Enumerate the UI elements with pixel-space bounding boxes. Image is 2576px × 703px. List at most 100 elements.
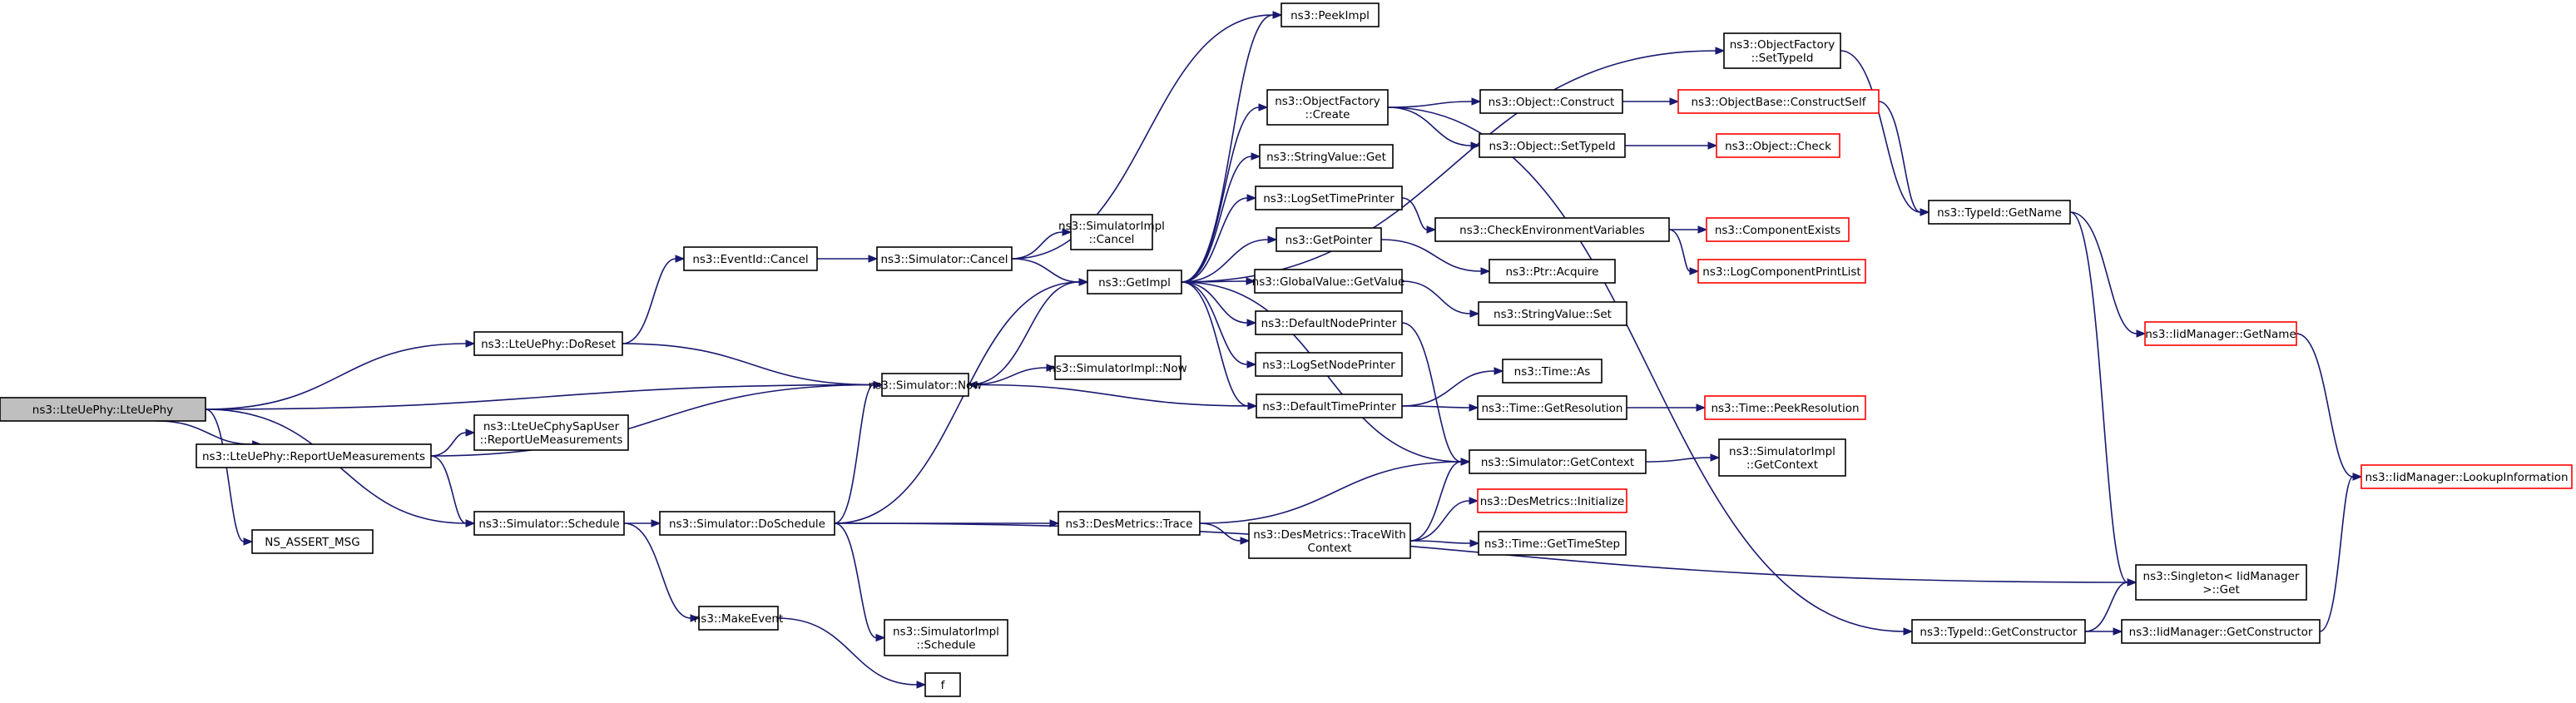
node-ns3-desmetrics-trace[interactable]: ns3::DesMetrics::Trace xyxy=(1058,511,1201,536)
node-ns3-simulatorimpl-getcontext[interactable]: ns3::SimulatorImpl::GetContext xyxy=(1718,438,1846,477)
edge-line xyxy=(834,281,1080,524)
node-ns3-stringvalue-set[interactable]: ns3::StringValue::Set xyxy=(1478,301,1627,326)
edge-typeidgetname-to-singletonget xyxy=(2069,211,2138,587)
node-ns3-logsetnodeprinter[interactable]: ns3::LogSetNodePrinter xyxy=(1255,352,1403,377)
node-ns3-ptr-acquire[interactable]: ns3::Ptr::Acquire xyxy=(1489,259,1616,284)
node-ns3-logsettimeprinter[interactable]: ns3::LogSetTimePrinter xyxy=(1255,186,1403,210)
edge-line xyxy=(1181,197,1248,283)
node-box xyxy=(1477,395,1627,420)
edge-arrowhead xyxy=(465,519,476,527)
node-label: ns3::SimulatorImpl xyxy=(1058,220,1165,233)
node-ns3-object-check[interactable]: ns3::Object::Check xyxy=(1716,133,1840,158)
node-ns3-time-peekresolution[interactable]: ns3::Time::PeekResolution xyxy=(1704,395,1866,420)
edge-arrowhead xyxy=(1267,235,1278,244)
edge-line xyxy=(1401,405,1470,408)
node-ns3-objectfactory-settypeid[interactable]: ns3::ObjectFactory::SetTypeId xyxy=(1723,32,1841,69)
node-label: ns3::Object::SetTypeId xyxy=(1489,140,1615,153)
node-box xyxy=(2135,564,2307,601)
edge-line xyxy=(2069,211,2128,583)
node-box xyxy=(1723,32,1841,69)
edge-schedule-to-doschedule xyxy=(624,519,661,527)
edge-schedule-to-makeevent xyxy=(623,522,701,622)
edge-ofcreate-to-typeidgetctor xyxy=(1387,106,1914,636)
edge-arrowhead xyxy=(1470,141,1481,150)
node-ns3-simulator-getcontext[interactable]: ns3::Simulator::GetContext xyxy=(1469,449,1647,474)
node-box xyxy=(1058,511,1201,536)
node-ns3-simulator-doschedule[interactable]: ns3::Simulator::DoSchedule xyxy=(659,511,835,536)
node-ns3-stringvalue-get[interactable]: ns3::StringValue::Get xyxy=(1259,144,1394,169)
edge-arrowhead xyxy=(465,428,476,437)
edge-line xyxy=(622,343,874,386)
node-ns3-lteuecphysapuser-reportuemeasurements[interactable]: ns3::LteUeCphySapUser::ReportUeMeasureme… xyxy=(473,414,629,451)
edge-doschedule-to-simnow xyxy=(834,380,884,524)
edge-line xyxy=(1387,101,1473,108)
node-ns3-typeid-getconstructor[interactable]: ns3::TypeId::GetConstructor xyxy=(1911,619,2086,644)
node-ns3-getimpl[interactable]: ns3::GetImpl xyxy=(1087,270,1182,295)
node-ns3-lteuephy-doreset[interactable]: ns3::LteUePhy::DoReset xyxy=(473,331,623,356)
node-ns3-getpointer[interactable]: ns3::GetPointer xyxy=(1276,227,1382,252)
edge-arrowhead xyxy=(465,339,476,348)
edge-simgetctx-to-simimplgetctx xyxy=(1645,453,1721,463)
edge-objsettypeid-to-objcheck xyxy=(1625,141,1718,150)
node-ns3-simulator-now[interactable]: ns3::Simulator::Now xyxy=(869,373,983,397)
node-ns3-objectbase-constructself[interactable]: ns3::ObjectBase::ConstructSelf xyxy=(1677,89,1880,114)
node-box xyxy=(1928,200,2071,225)
node-ns3-defaulttimeprinter[interactable]: ns3::DefaultTimePrinter xyxy=(1256,394,1403,418)
node-ns3-makeevent[interactable]: ns3::MakeEvent xyxy=(694,606,784,631)
node-ns3-eventid-cancel[interactable]: ns3::EventId::Cancel xyxy=(683,246,818,271)
node-ns3-typeid-getname[interactable]: ns3::TypeId::GetName xyxy=(1928,200,2071,225)
edge-typeidgetctor-to-singletonget xyxy=(2084,578,2138,632)
node-box xyxy=(1434,217,1670,242)
node-box xyxy=(683,246,818,271)
node-ns3-componentexists[interactable]: ns3::ComponentExists xyxy=(1706,217,1850,242)
edge-doreset-to-eventcancel xyxy=(622,255,686,344)
edge-line xyxy=(1387,106,1905,632)
node-ns3-logcomponentprintlist[interactable]: ns3::LogComponentPrintList xyxy=(1697,259,1866,284)
edge-arrowhead xyxy=(1696,403,1707,412)
node-f[interactable]: f xyxy=(924,672,961,697)
edge-line xyxy=(623,522,691,619)
edge-arrowhead xyxy=(1469,497,1479,505)
node-ns3-object-settypeid[interactable]: ns3::Object::SetTypeId xyxy=(1479,133,1626,158)
edge-doschedule-to-getimpl xyxy=(834,278,1089,524)
node-ns3-defaultnodeprinter[interactable]: ns3::DefaultNodePrinter xyxy=(1255,310,1403,335)
node-ns3-simulator-schedule[interactable]: ns3::Simulator::Schedule xyxy=(473,511,625,536)
node-ns3-time-as[interactable]: ns3::Time::As xyxy=(1502,359,1603,384)
node-ns3-singleton-iidmanager-get[interactable]: ns3::Singleton< IidManager >::Get xyxy=(2135,564,2307,601)
node-box xyxy=(1477,488,1627,513)
node-box xyxy=(1697,259,1866,284)
node-label: ns3::ObjectFactory xyxy=(1275,95,1380,108)
node-ns3-checkenvironmentvariables[interactable]: ns3::CheckEnvironmentVariables xyxy=(1434,217,1670,242)
node-ns3-desmetrics-initialize[interactable]: ns3::DesMetrics::Initialize xyxy=(1477,488,1627,513)
node-ns3-iidmanager-getname[interactable]: ns3::IidManager::GetName xyxy=(2144,321,2297,346)
edge-line xyxy=(1401,280,1471,314)
edge-deftimeprinter-to-timegetres xyxy=(1401,403,1479,412)
edge-arrowhead xyxy=(1715,47,1726,55)
edge-arrowhead xyxy=(2127,578,2138,587)
node-ns3-objectfactory-create[interactable]: ns3::ObjectFactory::Create xyxy=(1266,89,1389,126)
node-ns3-simulatorimpl-cancel[interactable]: ns3::SimulatorImpl::Cancel xyxy=(1058,214,1165,250)
edge-arrowhead xyxy=(1469,309,1480,318)
node-ns3-time-gettimestep[interactable]: ns3::Time::GetTimeStep xyxy=(1478,531,1627,556)
node-ns-assert-msg[interactable]: NS_ASSERT_MSG xyxy=(251,529,374,554)
node-ns3-lteuephy-reportuemeasurements[interactable]: ns3::LteUePhy::ReportUeMeasurements xyxy=(196,443,432,468)
node-ns3-simulator-cancel[interactable]: ns3::Simulator::Cancel xyxy=(876,246,1013,271)
node-ns3-lteuephy-lteuephy[interactable]: ns3::LteUePhy::LteUePhy xyxy=(0,397,206,422)
node-ns3-simulatorimpl-schedule[interactable]: ns3::SimulatorImpl::Schedule xyxy=(884,619,1008,656)
edge-line xyxy=(2319,476,2354,632)
node-label: ::GetContext xyxy=(1746,458,1818,472)
edge-line xyxy=(1409,461,1462,542)
edge-arrowhead xyxy=(1697,225,1708,234)
node-ns3-simulatorimpl-now[interactable]: ns3::SimulatorImpl::Now xyxy=(1048,355,1187,380)
node-ns3-iidmanager-lookupinformation[interactable]: ns3::IidManager::LookupInformation xyxy=(2361,464,2573,489)
node-label: ns3::LteUePhy::LteUePhy xyxy=(32,403,173,417)
node-ns3-peekimpl[interactable]: ns3::PeekImpl xyxy=(1281,2,1380,27)
node-ns3-globalvalue-getvalue[interactable]: ns3::GlobalValue::GetValue xyxy=(1252,269,1405,294)
node-ns3-time-getresolution[interactable]: ns3::Time::GetResolution xyxy=(1477,395,1627,420)
node-label: ns3::ObjectFactory xyxy=(1730,38,1835,52)
node-ns3-iidmanager-getconstructor[interactable]: ns3::IidManager::GetConstructor xyxy=(2121,619,2321,644)
node-ns3-object-construct[interactable]: ns3::Object::Construct xyxy=(1479,89,1623,114)
edge-arrowhead xyxy=(1471,97,1482,106)
node-label: ns3::Ptr::Acquire xyxy=(1506,265,1599,279)
